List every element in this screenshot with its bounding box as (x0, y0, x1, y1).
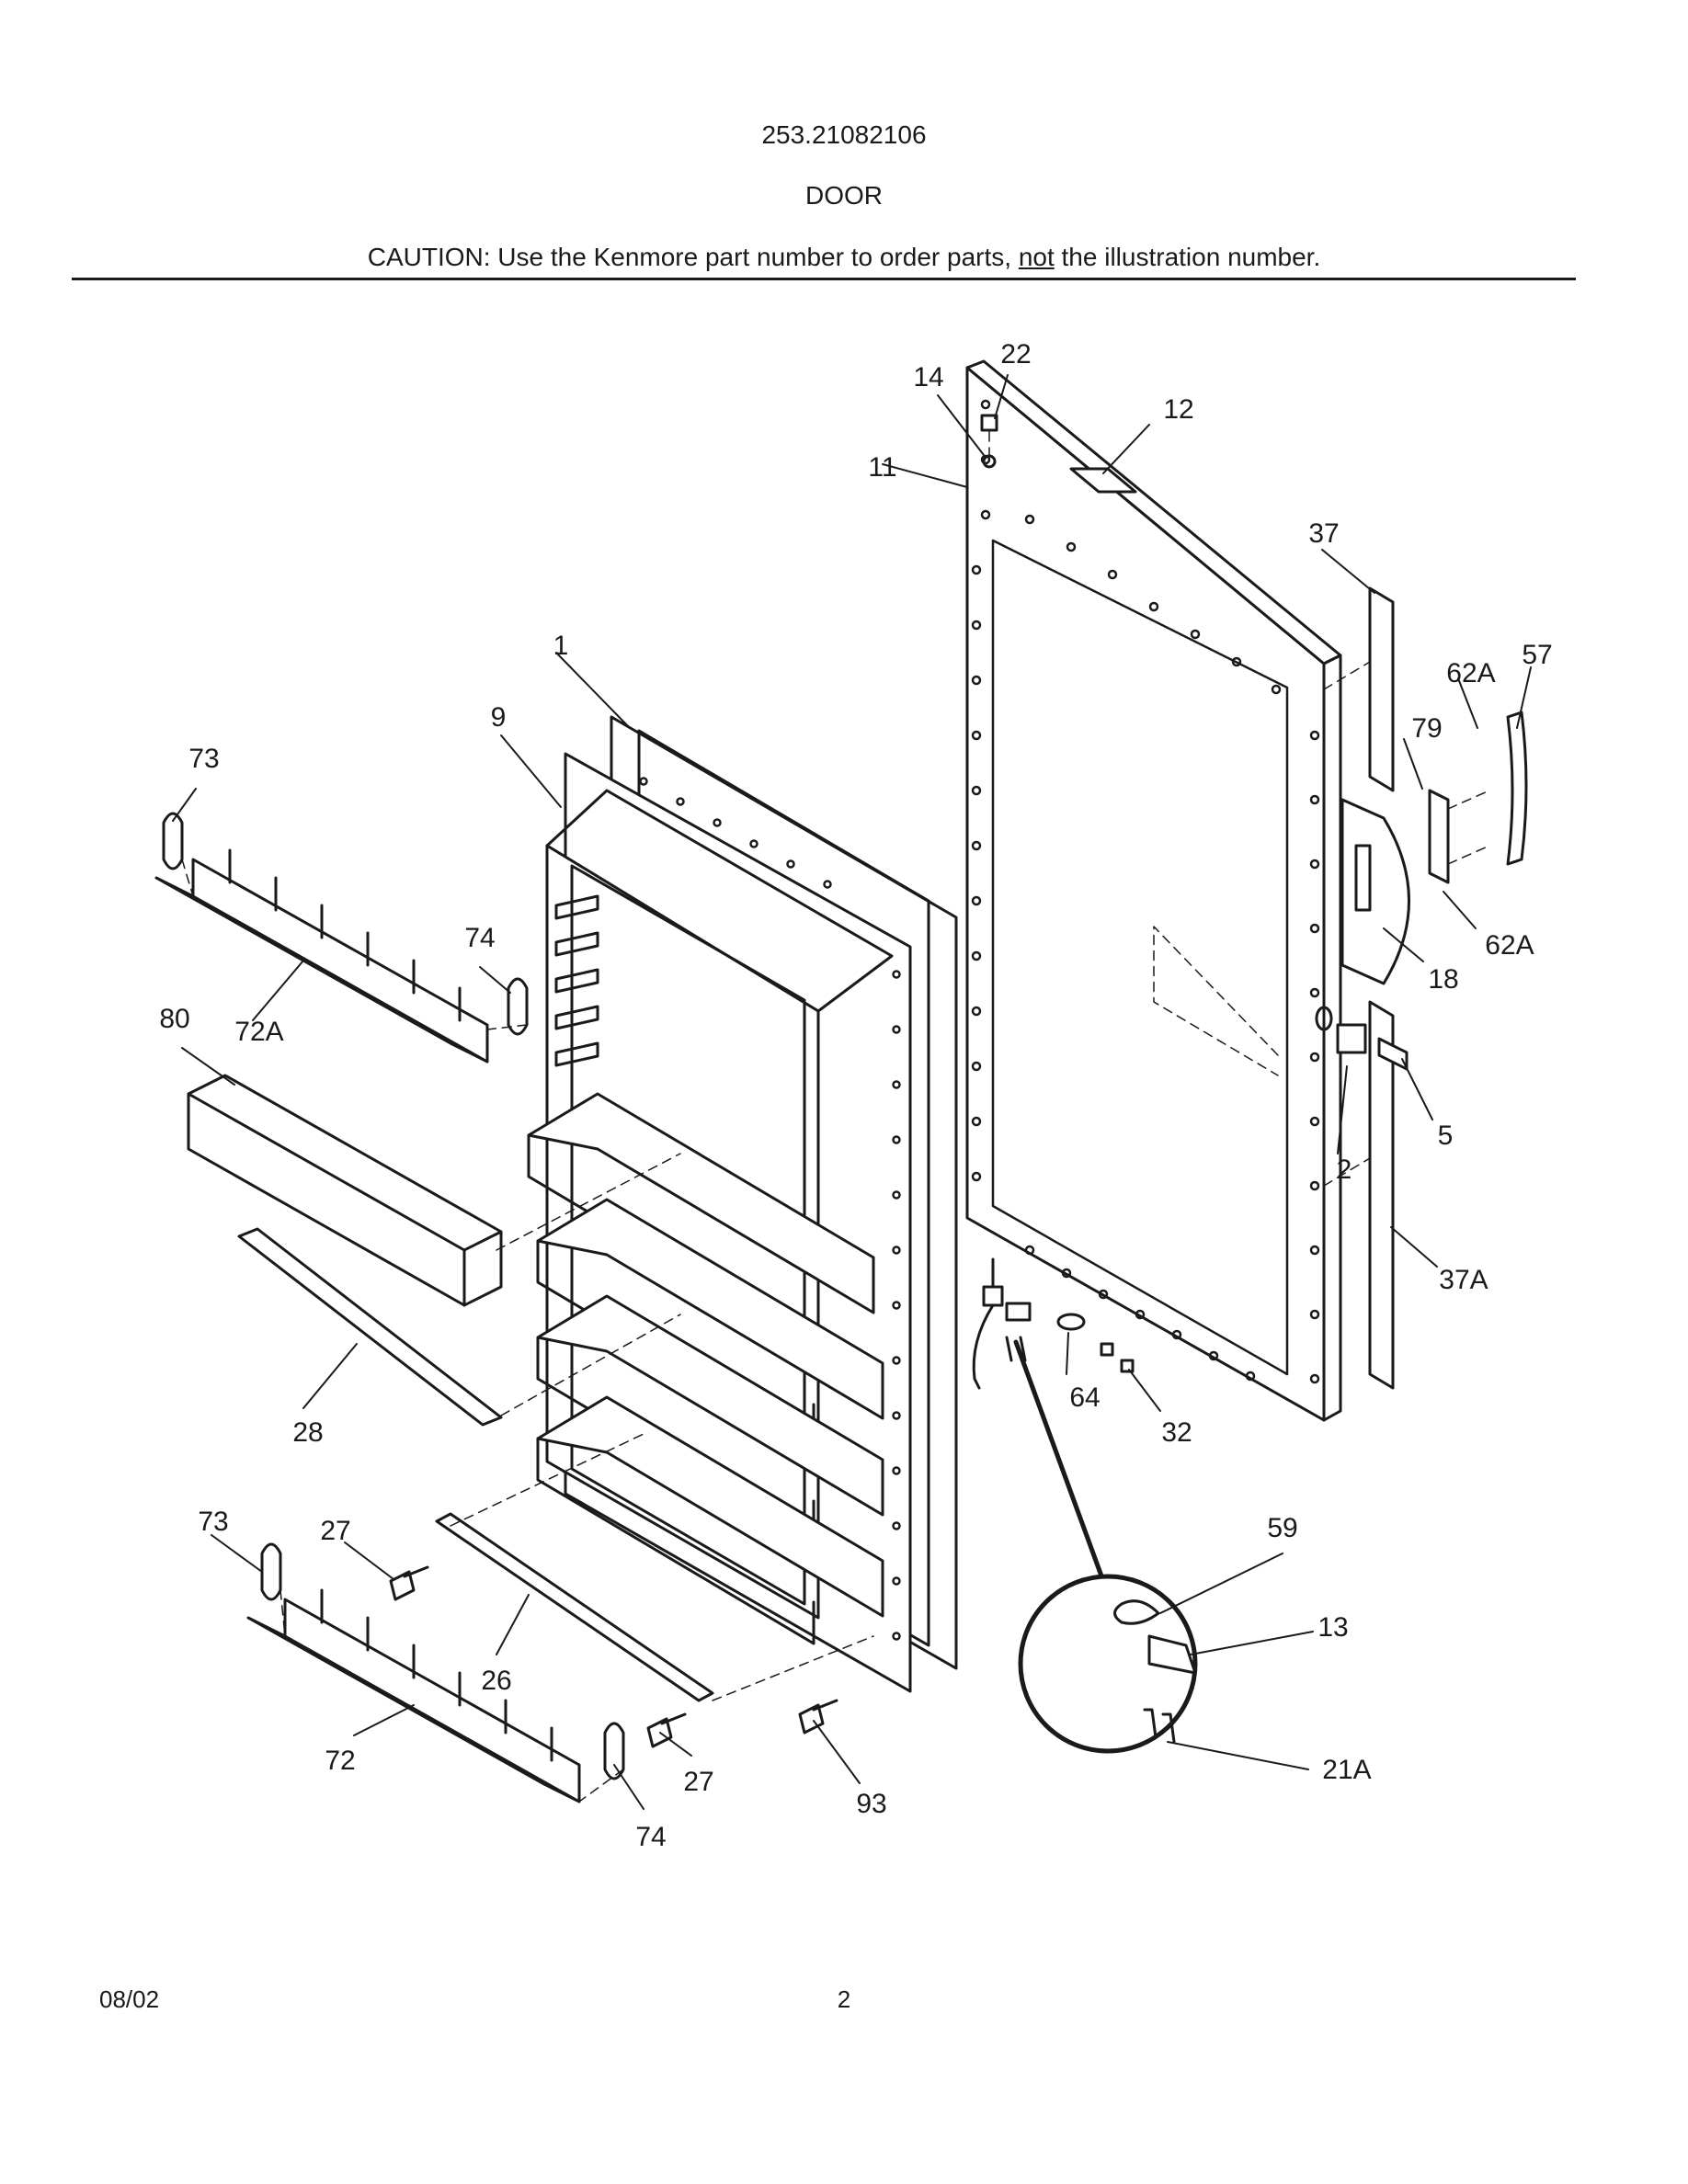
leader-lines (172, 374, 1532, 1810)
callout-1: 1 (553, 631, 569, 661)
door-bin (187, 1074, 503, 1307)
callout-28: 28 (292, 1417, 323, 1448)
callout-80: 80 (159, 1004, 189, 1034)
caution-text-emphasis: not (1018, 243, 1055, 271)
screw-27-upper (389, 1565, 429, 1601)
callout-13: 13 (1317, 1612, 1348, 1643)
callout-37: 37 (1308, 518, 1339, 549)
detail-leader-line (1013, 1339, 1106, 1584)
callout-73-bottom: 73 (198, 1507, 228, 1537)
callout-22: 22 (1000, 339, 1031, 370)
bin-retainer-bar (237, 1227, 503, 1427)
handle-grip-recess (1354, 844, 1372, 912)
callout-72: 72 (325, 1746, 355, 1776)
callout-26: 26 (481, 1666, 511, 1696)
lower-trim-strip (1368, 1000, 1395, 1390)
callout-11: 11 (868, 452, 896, 483)
hinge-screw-plugs (1100, 1342, 1135, 1373)
callout-labels: 22 14 12 11 37 1 9 62A 57 79 73 62A 74 1… (159, 339, 1552, 1852)
hinge-hardware (972, 1257, 1032, 1390)
callout-72a: 72A (234, 1017, 283, 1047)
cap-screw (980, 414, 998, 432)
page-number: 2 (837, 1985, 851, 2013)
callout-9: 9 (491, 702, 507, 733)
lower-shelf-clip-left (260, 1542, 282, 1601)
callout-74-top: 74 (464, 923, 495, 953)
callout-73-top: 73 (188, 744, 219, 774)
header-rule (72, 278, 1576, 280)
detail-hinge-screws (1143, 1708, 1176, 1744)
callout-79: 79 (1411, 713, 1442, 744)
detail-hinge-washer (1113, 1599, 1160, 1625)
screw-27-lower (646, 1712, 687, 1748)
hinge-detail-circle (1018, 1574, 1198, 1754)
door-handle (1340, 798, 1410, 985)
inner-door-liner (527, 752, 912, 1693)
upper-wire-shelf (154, 848, 489, 1064)
handle-mount-bracket (1428, 789, 1450, 884)
detail-hinge-bracket (1147, 1634, 1197, 1675)
callout-37a: 37A (1439, 1265, 1488, 1295)
callout-5: 5 (1438, 1120, 1454, 1151)
shelf-retainer-rod (435, 1512, 714, 1702)
callout-14: 14 (913, 362, 943, 392)
lower-wire-shelf (246, 1588, 581, 1803)
screw-93 (798, 1699, 838, 1735)
model-number: 253.21082106 (761, 120, 927, 149)
callout-62a-bottom: 62A (1485, 930, 1534, 961)
callout-57: 57 (1522, 640, 1552, 670)
outer-door-panel (965, 359, 1342, 1422)
caution-note: CAUTION: Use the Kenmore part number to … (0, 242, 1688, 273)
callout-74-bottom: 74 (635, 1822, 666, 1852)
callout-59: 59 (1267, 1513, 1297, 1543)
caution-text-prefix: CAUTION: Use the Kenmore part number to … (367, 243, 1019, 271)
callout-62a-top: 62A (1446, 658, 1495, 688)
callout-32: 32 (1161, 1417, 1192, 1448)
callout-12: 12 (1163, 394, 1193, 425)
callout-27-bottom: 27 (683, 1767, 713, 1797)
callout-64: 64 (1069, 1382, 1100, 1413)
door-shelf-tabs (554, 894, 599, 1067)
callout-18: 18 (1428, 964, 1458, 995)
callout-2: 2 (1337, 1155, 1352, 1185)
door-screw-holes (971, 399, 1320, 1384)
caution-text-suffix: the illustration number. (1054, 243, 1321, 271)
hinge-spacer (1056, 1313, 1086, 1331)
upper-trim-strip (1368, 586, 1395, 792)
revision-date: 08/02 (99, 1985, 160, 2013)
lower-shelf-clip-right (603, 1722, 625, 1780)
assembly-lines (181, 431, 1490, 1803)
callout-21a: 21A (1322, 1755, 1371, 1785)
label-plate (1069, 467, 1137, 494)
upper-shelf-clip-left (162, 812, 184, 870)
handle-cover (1506, 711, 1528, 866)
liner-screw-holes (639, 777, 901, 1641)
section-title: DOOR (805, 181, 883, 210)
door-shelf-bins (527, 1092, 884, 1645)
callout-27-top: 27 (320, 1516, 350, 1546)
callout-93: 93 (856, 1789, 886, 1819)
